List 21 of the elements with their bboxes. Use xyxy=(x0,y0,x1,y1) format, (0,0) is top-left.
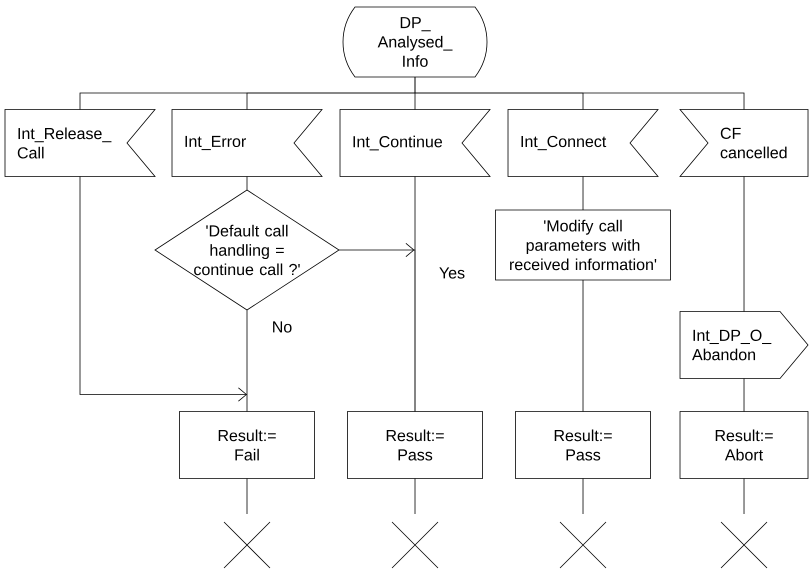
edge-label: Yes xyxy=(438,266,466,280)
flow-line xyxy=(246,176,248,190)
task-box: Result:= Fail xyxy=(179,411,315,479)
flow-line xyxy=(414,76,744,110)
flow-line xyxy=(246,310,248,412)
flow-line xyxy=(414,478,416,514)
task-box: Result:= Pass xyxy=(347,411,483,479)
flow-line xyxy=(246,478,248,514)
flow-line xyxy=(582,176,584,210)
stop-symbol xyxy=(224,522,270,568)
edge-label: No xyxy=(270,320,294,334)
task-box: Result:= Pass xyxy=(515,411,651,479)
task-box: 'Modify call parameters with received information' xyxy=(495,210,671,280)
task-box: Result:= Abort xyxy=(680,411,808,479)
stop-symbol xyxy=(392,522,438,568)
stop-symbol xyxy=(720,522,768,568)
flow-line xyxy=(582,478,584,514)
stop-symbol xyxy=(560,522,606,568)
flow-line xyxy=(414,176,416,412)
arrow xyxy=(80,176,247,402)
flow-line xyxy=(582,280,584,412)
